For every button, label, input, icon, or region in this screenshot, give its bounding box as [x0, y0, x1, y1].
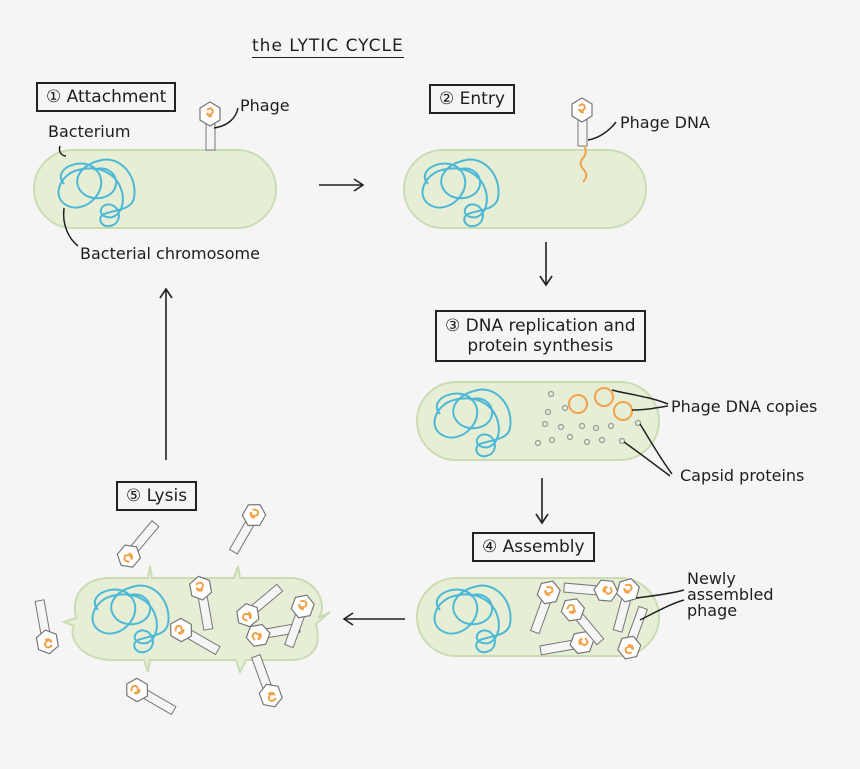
released-phage-icon: [223, 498, 270, 558]
dna-copies-pointer: [611, 389, 669, 405]
bacterium-cell-attachment: [33, 101, 277, 229]
phage-dna-copies-label: Phage DNA copies: [671, 397, 818, 416]
capsid-proteins-label: Capsid proteins: [680, 466, 805, 485]
newly-line: Newly: [687, 569, 736, 588]
bacterium-pointer: [58, 145, 67, 157]
arrow-down-2: [535, 478, 549, 525]
bacterium-cell-lysis: [61, 565, 331, 675]
phage-icon: [199, 101, 221, 151]
arrow-up-1: [159, 287, 173, 460]
phage-icon: [571, 97, 593, 147]
bacterium-cell-assembly: [416, 575, 660, 664]
arrow-left-1: [342, 612, 405, 626]
phage-dna-pointer: [587, 121, 617, 141]
bacterium-cell-replication: [416, 381, 660, 461]
phage-label: Phage: [240, 96, 290, 115]
capsid-pointer-2: [623, 441, 671, 477]
step-replication-line2: protein synthesis: [467, 336, 614, 356]
phage-line: phage: [687, 601, 738, 620]
capsid-pointer: [639, 423, 673, 475]
diagram-title: the LYTIC CYCLE: [252, 36, 404, 58]
arrow-down-1: [539, 242, 553, 287]
bacterial-chromosome-label: Bacterial chromosome: [80, 244, 260, 263]
phage-pointer: [213, 107, 239, 129]
step-attachment-box: ① Attachment: [36, 82, 177, 112]
newly-assembled-phage-label: Newly assembled phage: [687, 571, 774, 619]
chromosome-pointer: [62, 207, 79, 247]
new-phage-pointer-2: [639, 599, 685, 621]
bacterium-cell-entry: [403, 97, 647, 229]
step-replication-box: ③ DNA replication and protein synthesis: [435, 310, 646, 362]
capsid-protein-dots: [534, 390, 642, 447]
new-phage-pointer: [635, 589, 685, 599]
released-phage-icon: [245, 651, 286, 712]
arrow-right-1: [319, 178, 365, 192]
step-entry-box: ② Entry: [429, 84, 515, 114]
step-assembly-box: ④ Assembly: [472, 532, 595, 562]
phage-dna-label: Phage DNA: [620, 113, 710, 132]
assembled-line: assembled: [687, 585, 774, 604]
step-replication-line1: ③ DNA replication and: [445, 316, 636, 336]
released-phage-icon: [29, 597, 61, 657]
released-phage-icon: [120, 674, 180, 721]
dna-copies-pointer-2: [631, 405, 669, 411]
phage-dna-strand: [579, 145, 588, 183]
step-lysis-box: ⑤ Lysis: [116, 481, 198, 511]
released-phage-icon: [112, 516, 165, 573]
bacterium-label: Bacterium: [48, 122, 131, 141]
